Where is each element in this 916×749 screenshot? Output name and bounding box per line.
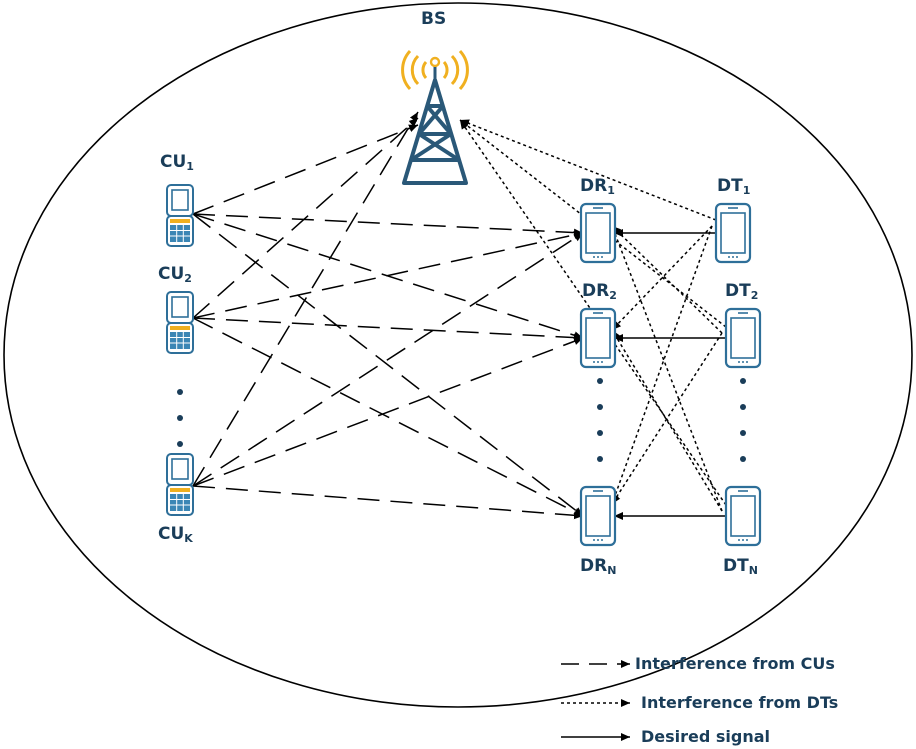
dt-to-dr-interference-line — [611, 225, 723, 334]
legend-cu-interference-label: Interference from CUs — [635, 654, 835, 673]
dt-1-label: DT1 — [717, 176, 751, 197]
dt-to-dr-interference-line — [611, 225, 713, 505]
dt-to-bs-interference-line — [459, 119, 717, 221]
dt-n-label: DTN — [723, 556, 758, 577]
links-layer — [192, 111, 727, 520]
cu-to-dr-interference-line — [192, 317, 584, 342]
cu-to-dr-interference-line — [192, 231, 584, 319]
cu-1-phone-icon — [166, 184, 194, 247]
cu-to-dr-interference-line — [192, 317, 584, 517]
dt-2-label: DT2 — [725, 281, 759, 302]
cu-k-phone-icon — [166, 453, 194, 516]
cu-2-label: CU2 — [158, 264, 192, 285]
cu-to-dr-interference-line — [192, 213, 584, 237]
dr-n-label: DRN — [580, 556, 617, 577]
dt-n-phone-icon — [724, 485, 762, 547]
cu-to-dr-interference-line — [192, 213, 584, 517]
cu-to-dr-interference-line — [192, 232, 584, 487]
cu-to-dr-interference-line — [192, 485, 584, 520]
cu-to-bs-interference-line — [192, 117, 419, 319]
cu-2-phone-icon — [166, 291, 194, 354]
bs-label: BS — [421, 9, 447, 29]
cu-1-label: CU1 — [160, 152, 194, 173]
cu-ellipsis-dots — [177, 389, 183, 447]
legend-desired-signal-label: Desired signal — [641, 727, 771, 746]
cell-boundary — [3, 2, 913, 708]
dr-1-label: DR1 — [580, 176, 615, 197]
dr-ellipsis-dots — [597, 378, 603, 462]
dt-2-phone-icon — [724, 307, 762, 369]
cu-to-bs-interference-line — [192, 111, 419, 487]
dr-n-phone-icon — [579, 485, 617, 547]
dr-2-phone-icon — [579, 307, 617, 369]
cu-k-label: CUK — [158, 524, 193, 545]
dr-2-label: DR2 — [582, 281, 617, 302]
dt-to-dr-interference-line — [611, 332, 723, 505]
legend-dt-interference-label: Interference from DTs — [641, 693, 839, 712]
dt-to-dr-interference-line — [611, 225, 723, 512]
dt-1-phone-icon — [714, 202, 752, 264]
base-station-tower-icon — [401, 49, 469, 185]
legend-samples — [561, 660, 630, 741]
dr-1-phone-icon — [579, 202, 617, 264]
cu-to-bs-interference-line — [192, 124, 419, 215]
dt-to-dr-interference-line — [611, 329, 723, 512]
cu-to-dr-interference-line — [192, 337, 584, 487]
dt-ellipsis-dots — [740, 378, 746, 462]
